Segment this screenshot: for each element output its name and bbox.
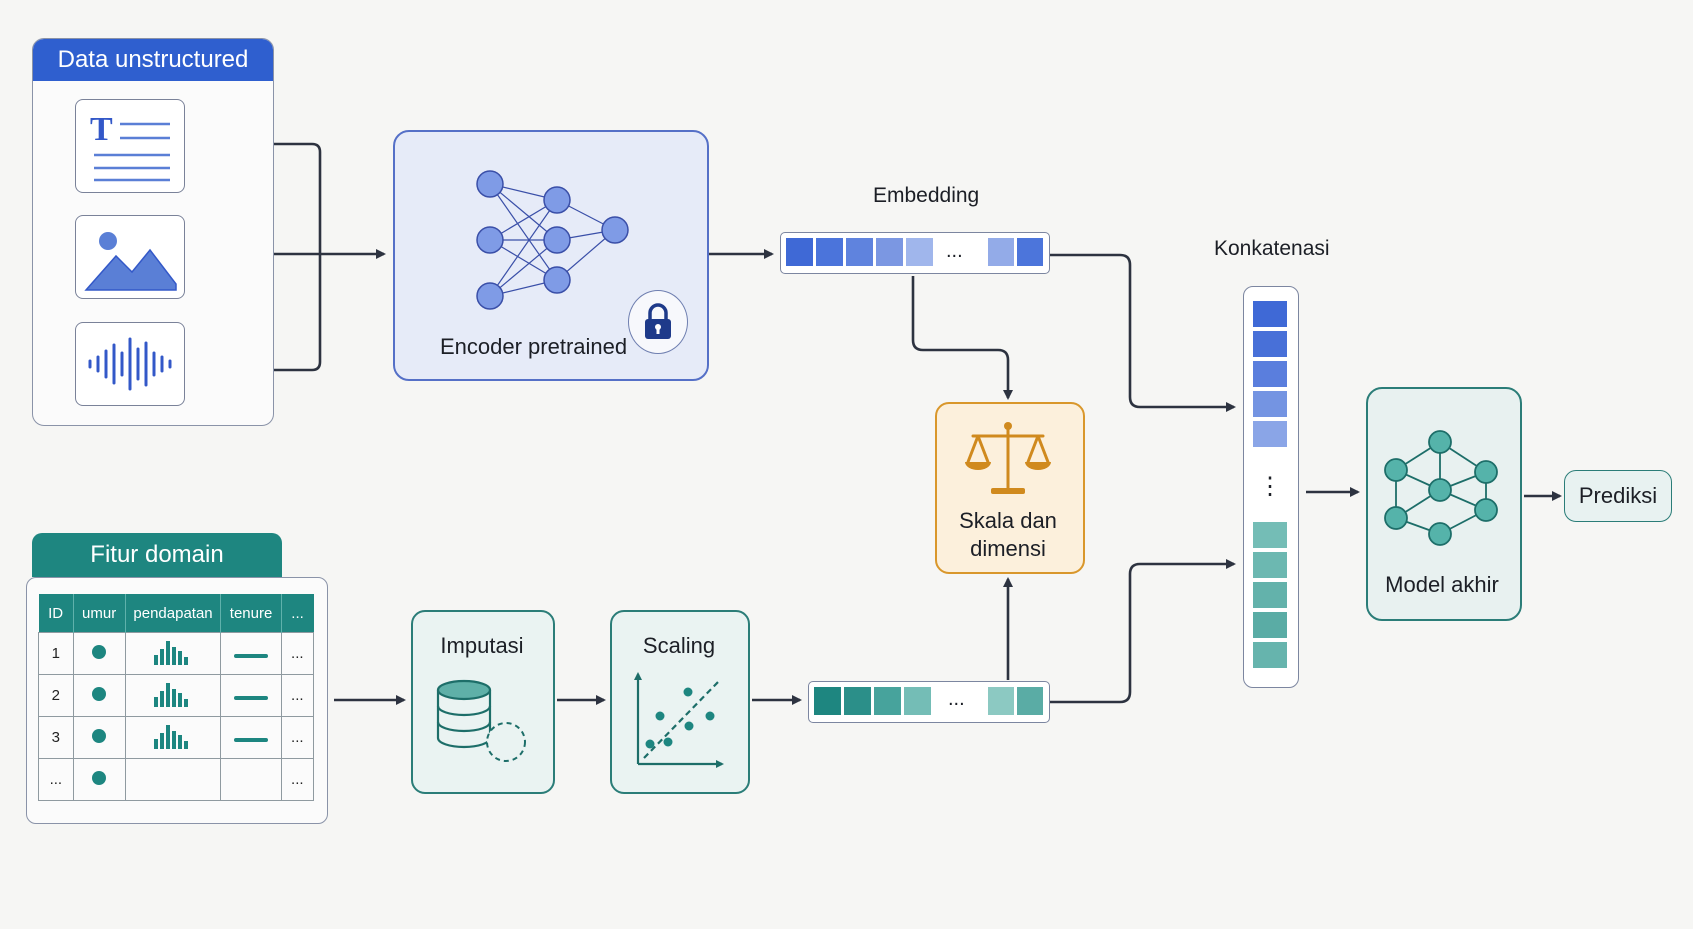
lock-icon xyxy=(628,290,688,354)
row-id: 2 xyxy=(38,674,74,717)
concat-cell xyxy=(1253,582,1287,608)
embedding-cell xyxy=(876,238,903,266)
neural-network-icon xyxy=(476,170,629,310)
image-icon xyxy=(75,215,185,299)
concat-cell xyxy=(1253,301,1287,327)
scatter-plot-icon xyxy=(634,672,724,768)
embedding-cell xyxy=(786,238,813,266)
income-histogram-icon xyxy=(154,682,189,707)
domain-vector-cell xyxy=(844,687,871,715)
age-dot-icon xyxy=(92,644,107,659)
balance-scale-icon xyxy=(965,422,1051,494)
row-ellipsis: ... xyxy=(280,716,315,759)
domain-vector-cell xyxy=(988,687,1014,715)
imputation-box xyxy=(411,610,555,794)
domain-vector-cell xyxy=(874,687,901,715)
domain-title: Fitur domain xyxy=(32,533,282,577)
domain-feature-table: ID umur pendapatan tenure ... 1 ... 2 ..… xyxy=(38,594,315,801)
column-header: tenure xyxy=(220,594,282,633)
concat-cell xyxy=(1253,612,1287,638)
embedding-cell xyxy=(816,238,843,266)
domain-vector-cell xyxy=(1017,687,1043,715)
arrow-text-to-encoder xyxy=(198,142,322,372)
row-ellipsis: ... xyxy=(280,758,315,801)
model-label: Model akhir xyxy=(1385,572,1499,597)
scaling-label: Scaling xyxy=(642,633,716,658)
arrow-embedding-to-scale xyxy=(911,276,1013,400)
column-header: pendapatan xyxy=(125,594,222,633)
tenure-bar-icon xyxy=(234,654,269,658)
svg-text:T: T xyxy=(90,111,113,148)
embedding-ellipsis: ... xyxy=(946,240,963,262)
income-histogram-icon xyxy=(154,724,189,749)
concat-ellipsis: ⋮ xyxy=(1258,473,1282,500)
arrow-vector-to-concat xyxy=(1050,559,1236,704)
concat-cell xyxy=(1253,552,1287,578)
network-graph-icon xyxy=(1384,430,1498,546)
database-icon xyxy=(436,679,526,762)
tenure-bar-icon xyxy=(234,696,269,700)
column-header: ID xyxy=(38,594,74,633)
table-row: ... ... xyxy=(38,758,315,801)
embedding-cell xyxy=(988,238,1014,266)
table-row: 1 ... xyxy=(38,632,315,675)
income-histogram-icon xyxy=(154,640,189,665)
tenure-bar-icon xyxy=(234,738,269,742)
age-dot-icon xyxy=(92,686,107,701)
row-ellipsis: ... xyxy=(280,632,315,675)
concat-cell xyxy=(1253,361,1287,387)
encoder-label: Encoder pretrained xyxy=(440,334,628,359)
row-ellipsis: ... xyxy=(280,674,315,717)
concat-cell xyxy=(1253,522,1287,548)
embedding-cell xyxy=(846,238,873,266)
prediction-box xyxy=(1564,470,1672,522)
unstructured-title: Data unstructured xyxy=(33,39,273,81)
arrow-embedding-to-concat xyxy=(1050,253,1236,412)
row-id: 1 xyxy=(38,632,74,675)
scale-label-line2: dimensi xyxy=(970,536,1046,561)
table-row: 2 ... xyxy=(38,674,315,717)
concat-cell xyxy=(1253,391,1287,417)
embedding-cell xyxy=(906,238,933,266)
concat-cell xyxy=(1253,642,1287,668)
row-id: ... xyxy=(38,758,74,801)
prediction-label: Prediksi xyxy=(1578,483,1658,508)
domain-vector-ellipsis: ... xyxy=(948,688,965,710)
imputation-label: Imputasi xyxy=(440,633,524,658)
age-dot-icon xyxy=(92,728,107,743)
concat-label: Konkatenasi xyxy=(1214,237,1330,260)
row-id: 3 xyxy=(38,716,74,759)
embedding-label: Embedding xyxy=(873,184,980,207)
domain-vector-cell xyxy=(904,687,931,715)
domain-vector-cell xyxy=(814,687,841,715)
scale-label-line1: Skala dan xyxy=(959,508,1057,533)
embedding-cell xyxy=(1017,238,1043,266)
text-document-icon: T xyxy=(75,99,185,193)
column-header: ... xyxy=(281,594,314,633)
audio-waveform-icon xyxy=(75,322,185,406)
concat-cell xyxy=(1253,331,1287,357)
table-row: 3 ... xyxy=(38,716,315,759)
age-dot-icon xyxy=(92,770,107,785)
concat-cell xyxy=(1253,421,1287,447)
column-header: umur xyxy=(73,594,126,633)
